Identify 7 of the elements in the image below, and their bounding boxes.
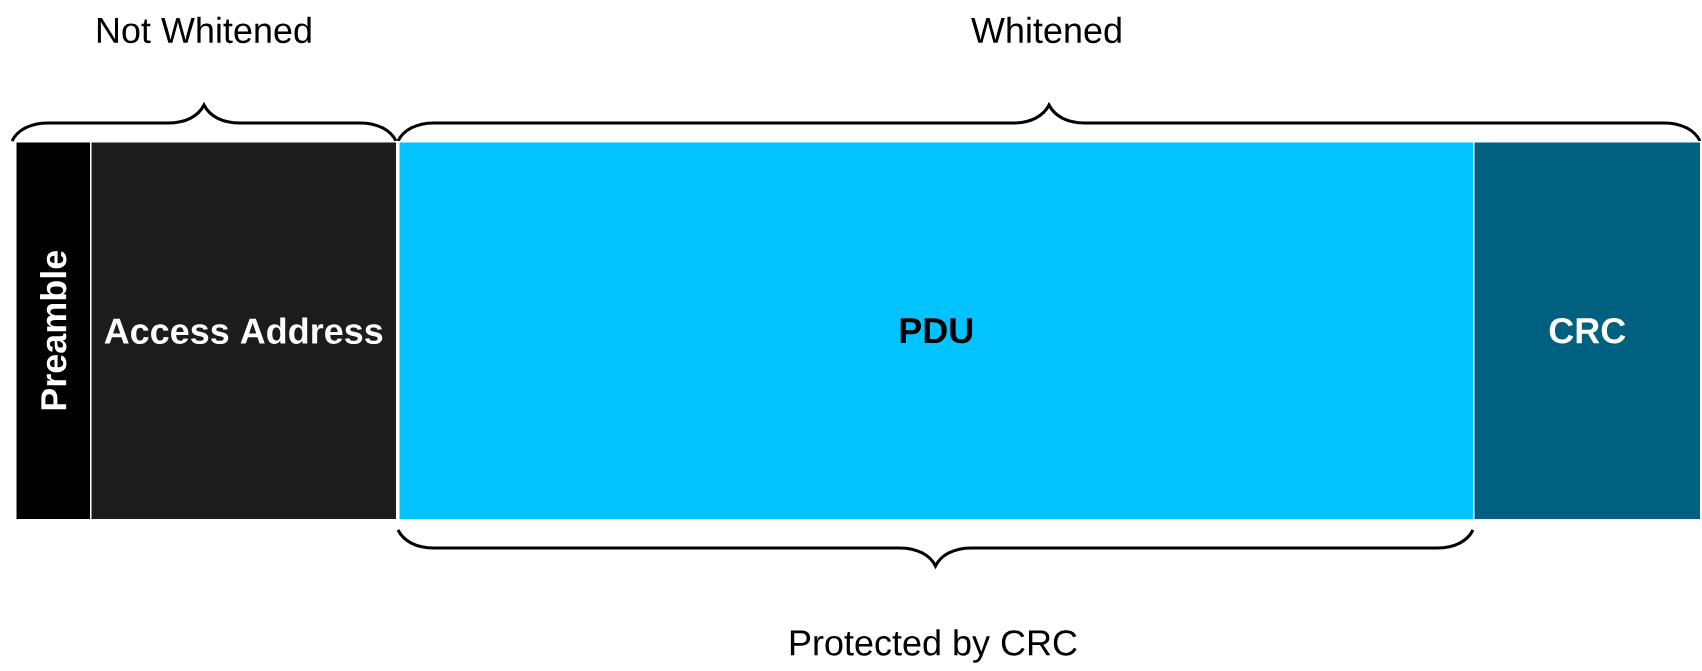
field-box: Preamble (15, 141, 92, 521)
bracket-label: Whitened (971, 16, 1121, 44)
field-box: Access Address (90, 141, 398, 521)
bracket-label: Protected by CRC (790, 629, 1077, 663)
field-box: PDU (398, 141, 1475, 521)
bracket-label: Not Whitened (97, 16, 311, 44)
field-box: CRC (1473, 141, 1702, 521)
